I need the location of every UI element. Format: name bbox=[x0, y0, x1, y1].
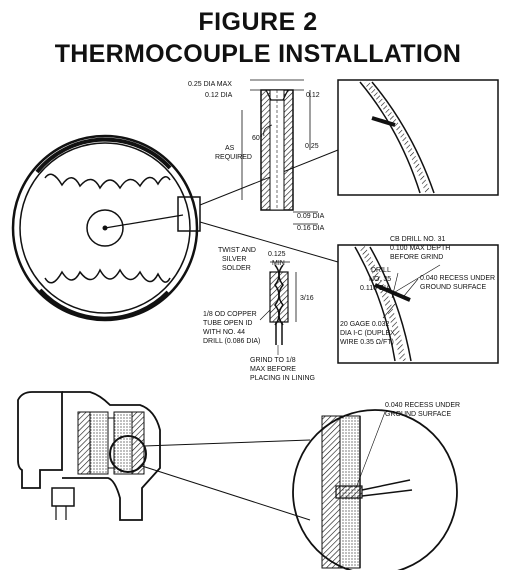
bottom-magnified-detail: 0.040 RECESS UNDER GROUND SURFACE bbox=[292, 402, 460, 570]
section-leader-1 bbox=[143, 439, 311, 447]
bottom-thermocouple-tube bbox=[335, 485, 363, 499]
dim-min-value: 0.125 bbox=[268, 251, 286, 258]
shoe-web-lower bbox=[44, 268, 171, 284]
cb-note-2: 0.100 MAX DEPTH bbox=[390, 245, 450, 252]
section-callout-circle bbox=[109, 435, 147, 473]
lower-lining bbox=[38, 288, 170, 321]
caliper-section bbox=[17, 391, 311, 521]
leader-to-thermocouple bbox=[104, 214, 184, 229]
cb-note-1: CB DRILL NO. 31 bbox=[390, 236, 445, 243]
bottom-wire-b bbox=[361, 489, 413, 497]
tube-note-1: 1/8 OD COPPER bbox=[203, 311, 257, 318]
dim-depth-012: 0.12 bbox=[306, 92, 320, 99]
top-detail-arc-a bbox=[359, 81, 421, 194]
left-pad-plate bbox=[77, 411, 91, 475]
twist-note-1: TWIST AND bbox=[218, 247, 256, 254]
dim-len-025: 0.25 bbox=[305, 143, 319, 150]
bottom-wire-a bbox=[361, 479, 411, 491]
dim-dia-max: 0.25 DIA MAX bbox=[188, 81, 232, 88]
drill-note-2: NO. 35 bbox=[369, 276, 391, 283]
bottom-recess-note-2: GROUND SURFACE bbox=[385, 411, 451, 418]
detail-box bbox=[177, 196, 201, 232]
drill-detail-plug bbox=[374, 283, 411, 302]
bottom-recess-note-1: 0.040 RECESS UNDER bbox=[385, 402, 460, 409]
twisted-wire-b bbox=[278, 264, 284, 326]
tube-leader bbox=[259, 309, 271, 321]
right-pad-lining bbox=[113, 411, 133, 475]
dim-angle: 60° bbox=[252, 134, 263, 142]
wire-detail: TWIST AND SILVER SOLDER 0.125 MIN 3/16 1… bbox=[203, 247, 315, 382]
plug-detail: 0.25 DIA MAX 0.12 DIA 0.12 60° AS REQUIR… bbox=[188, 79, 325, 232]
gage-note-1: 20 GAGE 0.032 bbox=[340, 321, 390, 328]
drill-note-3: 0.110 DIA bbox=[360, 285, 391, 292]
caliper-left-body bbox=[17, 391, 63, 489]
figure-number: FIGURE 2 bbox=[198, 8, 318, 36]
cb-leader bbox=[394, 264, 441, 293]
tube-note-2: TUBE OPEN ID bbox=[203, 320, 252, 327]
dim-min-label: MIN bbox=[272, 260, 285, 267]
recess-leader bbox=[403, 278, 419, 297]
drill-leader bbox=[391, 272, 399, 299]
right-pad-plate bbox=[131, 411, 145, 475]
dim-dia-012: 0.12 DIA bbox=[205, 92, 233, 99]
hub-circle bbox=[86, 209, 124, 247]
grind-note-2: MAX BEFORE bbox=[250, 366, 296, 373]
drill-detail-lining bbox=[359, 245, 406, 362]
drill-note-1: DRILL bbox=[371, 267, 391, 274]
dim-as-required-2: REQUIRED bbox=[215, 154, 252, 161]
drum-inner-ring bbox=[19, 142, 191, 314]
cb-note-3: BEFORE GRIND bbox=[390, 254, 443, 261]
dim-dia-016: 0.16 DIA bbox=[297, 225, 325, 232]
caliper-bridge bbox=[62, 391, 161, 521]
dim-as-required-1: AS bbox=[225, 145, 235, 152]
top-detail-arc-b bbox=[371, 81, 435, 194]
recess-note-1: 0.040 RECESS UNDER bbox=[420, 275, 495, 282]
top-detail-plug bbox=[371, 116, 396, 127]
grind-note-1: GRIND TO 1/8 bbox=[250, 357, 296, 364]
figure-title: THERMOCOUPLE INSTALLATION bbox=[54, 40, 462, 68]
bottom-detail-circle bbox=[292, 409, 458, 570]
gage-leader bbox=[382, 303, 396, 319]
bottom-recess-leader bbox=[355, 411, 386, 489]
top-magnified-detail bbox=[337, 79, 499, 196]
brake-drum-view bbox=[11, 134, 339, 322]
shoe-web-upper bbox=[44, 173, 171, 190]
gage-note-2: DIA I-C (DUPLEX bbox=[340, 330, 395, 337]
section-leader-2 bbox=[141, 465, 311, 521]
drill-detail-arc-a bbox=[354, 246, 396, 362]
caliper-foot bbox=[51, 487, 75, 507]
top-detail-lining bbox=[364, 80, 431, 194]
grind-note-3: PLACING IN LINING bbox=[250, 375, 315, 382]
drill-detail-frame bbox=[337, 244, 499, 364]
dim-side-316: 3/16 bbox=[300, 295, 314, 302]
gage-note-3: WIRE 0.35 Ω/FT) bbox=[340, 339, 394, 346]
top-detail-frame bbox=[337, 79, 499, 196]
twist-note-3: SOLDER bbox=[222, 265, 251, 272]
upper-lining bbox=[35, 137, 172, 174]
drill-detail: CB DRILL NO. 31 0.100 MAX DEPTH BEFORE G… bbox=[337, 236, 499, 364]
angle-arc bbox=[263, 124, 273, 137]
tube-note-3: WITH NO. 44 bbox=[203, 329, 245, 336]
twist-note-2: SILVER bbox=[222, 256, 246, 263]
recess-note-2: GROUND SURFACE bbox=[420, 284, 486, 291]
dim-dia-009: 0.09 DIA bbox=[297, 213, 325, 220]
left-pad-lining bbox=[89, 411, 109, 475]
detail-leader-2 bbox=[199, 221, 339, 263]
tube-note-4: DRILL (0.086 DIA) bbox=[203, 338, 260, 345]
drill-detail-arc-b bbox=[369, 246, 412, 362]
